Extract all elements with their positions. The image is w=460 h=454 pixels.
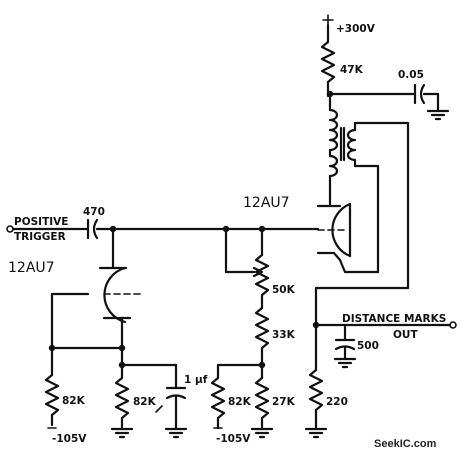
ground-symbol: [164, 427, 188, 439]
bias-resistor: [254, 376, 270, 420]
plate-resistor: [320, 40, 336, 84]
cathode-resistor-label: 82K: [133, 396, 157, 408]
watermark: SeekIC.com: [374, 438, 437, 450]
load-resistor-label: 220: [326, 396, 348, 408]
input-label-positive: POSITIVE: [14, 216, 68, 228]
input-coupling-capacitor: [86, 218, 99, 240]
load-resistor: [308, 368, 324, 412]
output-tube: [316, 194, 352, 274]
cathode-capacitor-label: 1 μf: [184, 374, 208, 386]
pulse-transformer: [328, 108, 357, 168]
bypass-capacitor: [413, 83, 426, 105]
output-label-out: OUT: [393, 329, 418, 341]
cathode-resistor: [114, 376, 130, 420]
ground-symbol: [110, 427, 134, 439]
supply-terminal: [322, 14, 334, 26]
neg-supply-mid-label: -105V: [216, 433, 251, 445]
grid-resistor-left-label: 82K: [62, 395, 86, 407]
ground-symbol: [426, 109, 450, 121]
divider-resistor: [254, 306, 270, 350]
input-tube: [98, 256, 141, 324]
cathode-capacitor: [155, 386, 187, 413]
potentiometer-label: 50K: [272, 284, 296, 296]
output-capacitor-label: 500: [357, 340, 379, 352]
bypass-capacitor-label: 0.05: [398, 69, 424, 81]
bias-resistor-label: 27K: [272, 396, 296, 408]
plate-resistor-label: 47K: [340, 64, 364, 76]
bias-resistor-neg: [210, 376, 226, 420]
ground-symbol: [333, 357, 357, 369]
bias-resistor-neg-label: 82K: [228, 396, 252, 408]
input-tube-label: 12AU7: [8, 260, 55, 276]
output-label-distance-marks: DISTANCE MARKS: [342, 313, 446, 325]
neg-supply-left-label: -105V: [52, 433, 87, 445]
supply-voltage-label: +300V: [336, 23, 376, 35]
ground-symbol: [304, 427, 328, 439]
ground-symbol: [250, 427, 274, 439]
input-capacitor-label: 470: [83, 206, 105, 218]
grid-resistor-left: [44, 373, 60, 417]
output-tube-label: 12AU7: [243, 195, 290, 211]
divider-resistor-label: 33K: [272, 329, 296, 341]
input-label-trigger: TRIGGER: [14, 231, 66, 243]
potentiometer: [254, 253, 270, 297]
